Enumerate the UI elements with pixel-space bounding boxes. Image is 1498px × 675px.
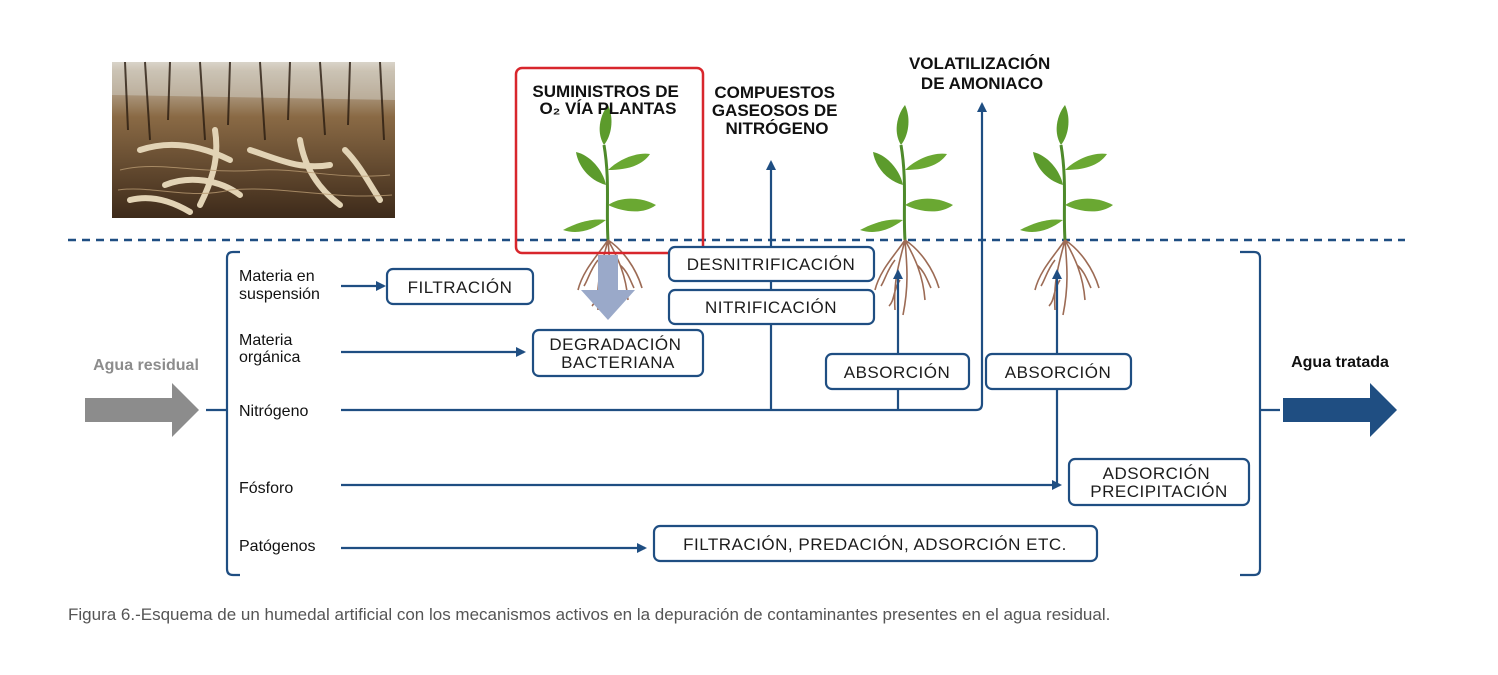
pollutant-nitrogen: Nitrógeno xyxy=(239,403,308,420)
process-adsorption-line1: ADSORCIÓN xyxy=(1103,464,1210,483)
output-label: Agua tratada xyxy=(1291,354,1389,371)
oxygen-supply-highlight xyxy=(514,66,705,255)
process-degradation-line2: BACTERIANA xyxy=(561,353,675,372)
svg-text:ADSORCIÓN PRECIPITACIÓN: ADSORCIÓN PRECIPITACIÓN xyxy=(1090,464,1227,501)
svg-text:VOLATILIZACIÓN DE AMONIACO: VOLATILIZACIÓN DE AMONIACO xyxy=(909,54,1055,93)
nitrogen-gases-title-line2: GASEOSOS DE xyxy=(712,101,838,120)
ammonia-title-line2: DE AMONIACO xyxy=(921,74,1043,93)
figure-caption: Figura 6.-Esquema de un humedal artifici… xyxy=(68,605,1111,624)
svg-text:COMPUESTOS GASEOSOS DE: COMPUESTOS GASEOSOS DE NITRÓGENO xyxy=(712,83,842,138)
svg-text:Materia orgánica: Materia orgánica xyxy=(239,332,300,366)
pollutant-organic-line1: Materia xyxy=(239,332,292,349)
oxygen-down-arrow xyxy=(581,255,635,320)
process-nitrification: NITRIFICACIÓN xyxy=(705,298,837,317)
svg-text:SUMINISTROS DE O₂ VÍA PLAN: SUMINISTROS DE O₂ VÍA PLANTAS xyxy=(532,82,683,118)
svg-text:DEGRADACIÓN BACTERIANA: DEGRADACIÓN BACTERIANA xyxy=(549,335,686,372)
nitrogen-gases-title-line1: COMPUESTOS xyxy=(714,83,835,102)
box-absorption-1 xyxy=(824,352,971,391)
input-label: Agua residual xyxy=(93,357,199,374)
ammonia-title-line1: VOLATILIZACIÓN xyxy=(909,54,1050,73)
roots-photo xyxy=(112,61,395,218)
process-denitrification: DESNITRIFICACIÓN xyxy=(687,255,856,274)
pollutant-suspended-line2: suspensión xyxy=(239,286,320,303)
pollutant-suspended-line1: Materia en xyxy=(239,268,315,285)
box-pathogen-removal xyxy=(652,524,1099,563)
nitrogen-flow xyxy=(341,102,987,412)
pollutant-pathogens: Patógenos xyxy=(239,538,316,555)
process-adsorption-line2: PRECIPITACIÓN xyxy=(1090,482,1227,501)
left-bracket xyxy=(225,250,240,577)
box-absorption-2 xyxy=(984,352,1133,391)
output-arrow xyxy=(1283,383,1397,437)
process-absorption-1: ABSORCIÓN xyxy=(844,363,951,382)
input-arrow xyxy=(85,383,199,437)
process-absorption-2: ABSORCIÓN xyxy=(1005,363,1112,382)
box-denitrification xyxy=(667,245,876,283)
plant-2 xyxy=(858,103,955,317)
box-filtration xyxy=(385,267,535,306)
pollutant-phosphorus: Fósforo xyxy=(239,480,293,497)
oxygen-supply-title-line1: SUMINISTROS DE xyxy=(532,82,678,101)
svg-text:Materia en suspensión: Materia en suspensión xyxy=(239,268,320,303)
process-degradation-line1: DEGRADACIÓN xyxy=(549,335,681,354)
nitrogen-gases-title-line3: NITRÓGENO xyxy=(726,119,829,138)
box-nitrification xyxy=(667,288,876,326)
box-adsorption xyxy=(1067,457,1251,507)
box-degradation xyxy=(531,328,705,378)
process-filtration: FILTRACIÓN xyxy=(408,278,513,297)
right-bracket xyxy=(1240,250,1262,577)
pollutant-organic-line2: orgánica xyxy=(239,349,300,366)
process-pathogen-removal: FILTRACIÓN, PREDACIÓN, ADSORCIÓN ETC. xyxy=(683,535,1067,554)
oxygen-supply-title-line2: O₂ VÍA PLANTAS xyxy=(540,99,677,118)
wetland-diagram: SUMINISTROS DE O₂ VÍA PLANTAS COMPUESTOS… xyxy=(68,54,1405,577)
plant-3 xyxy=(1018,103,1115,317)
